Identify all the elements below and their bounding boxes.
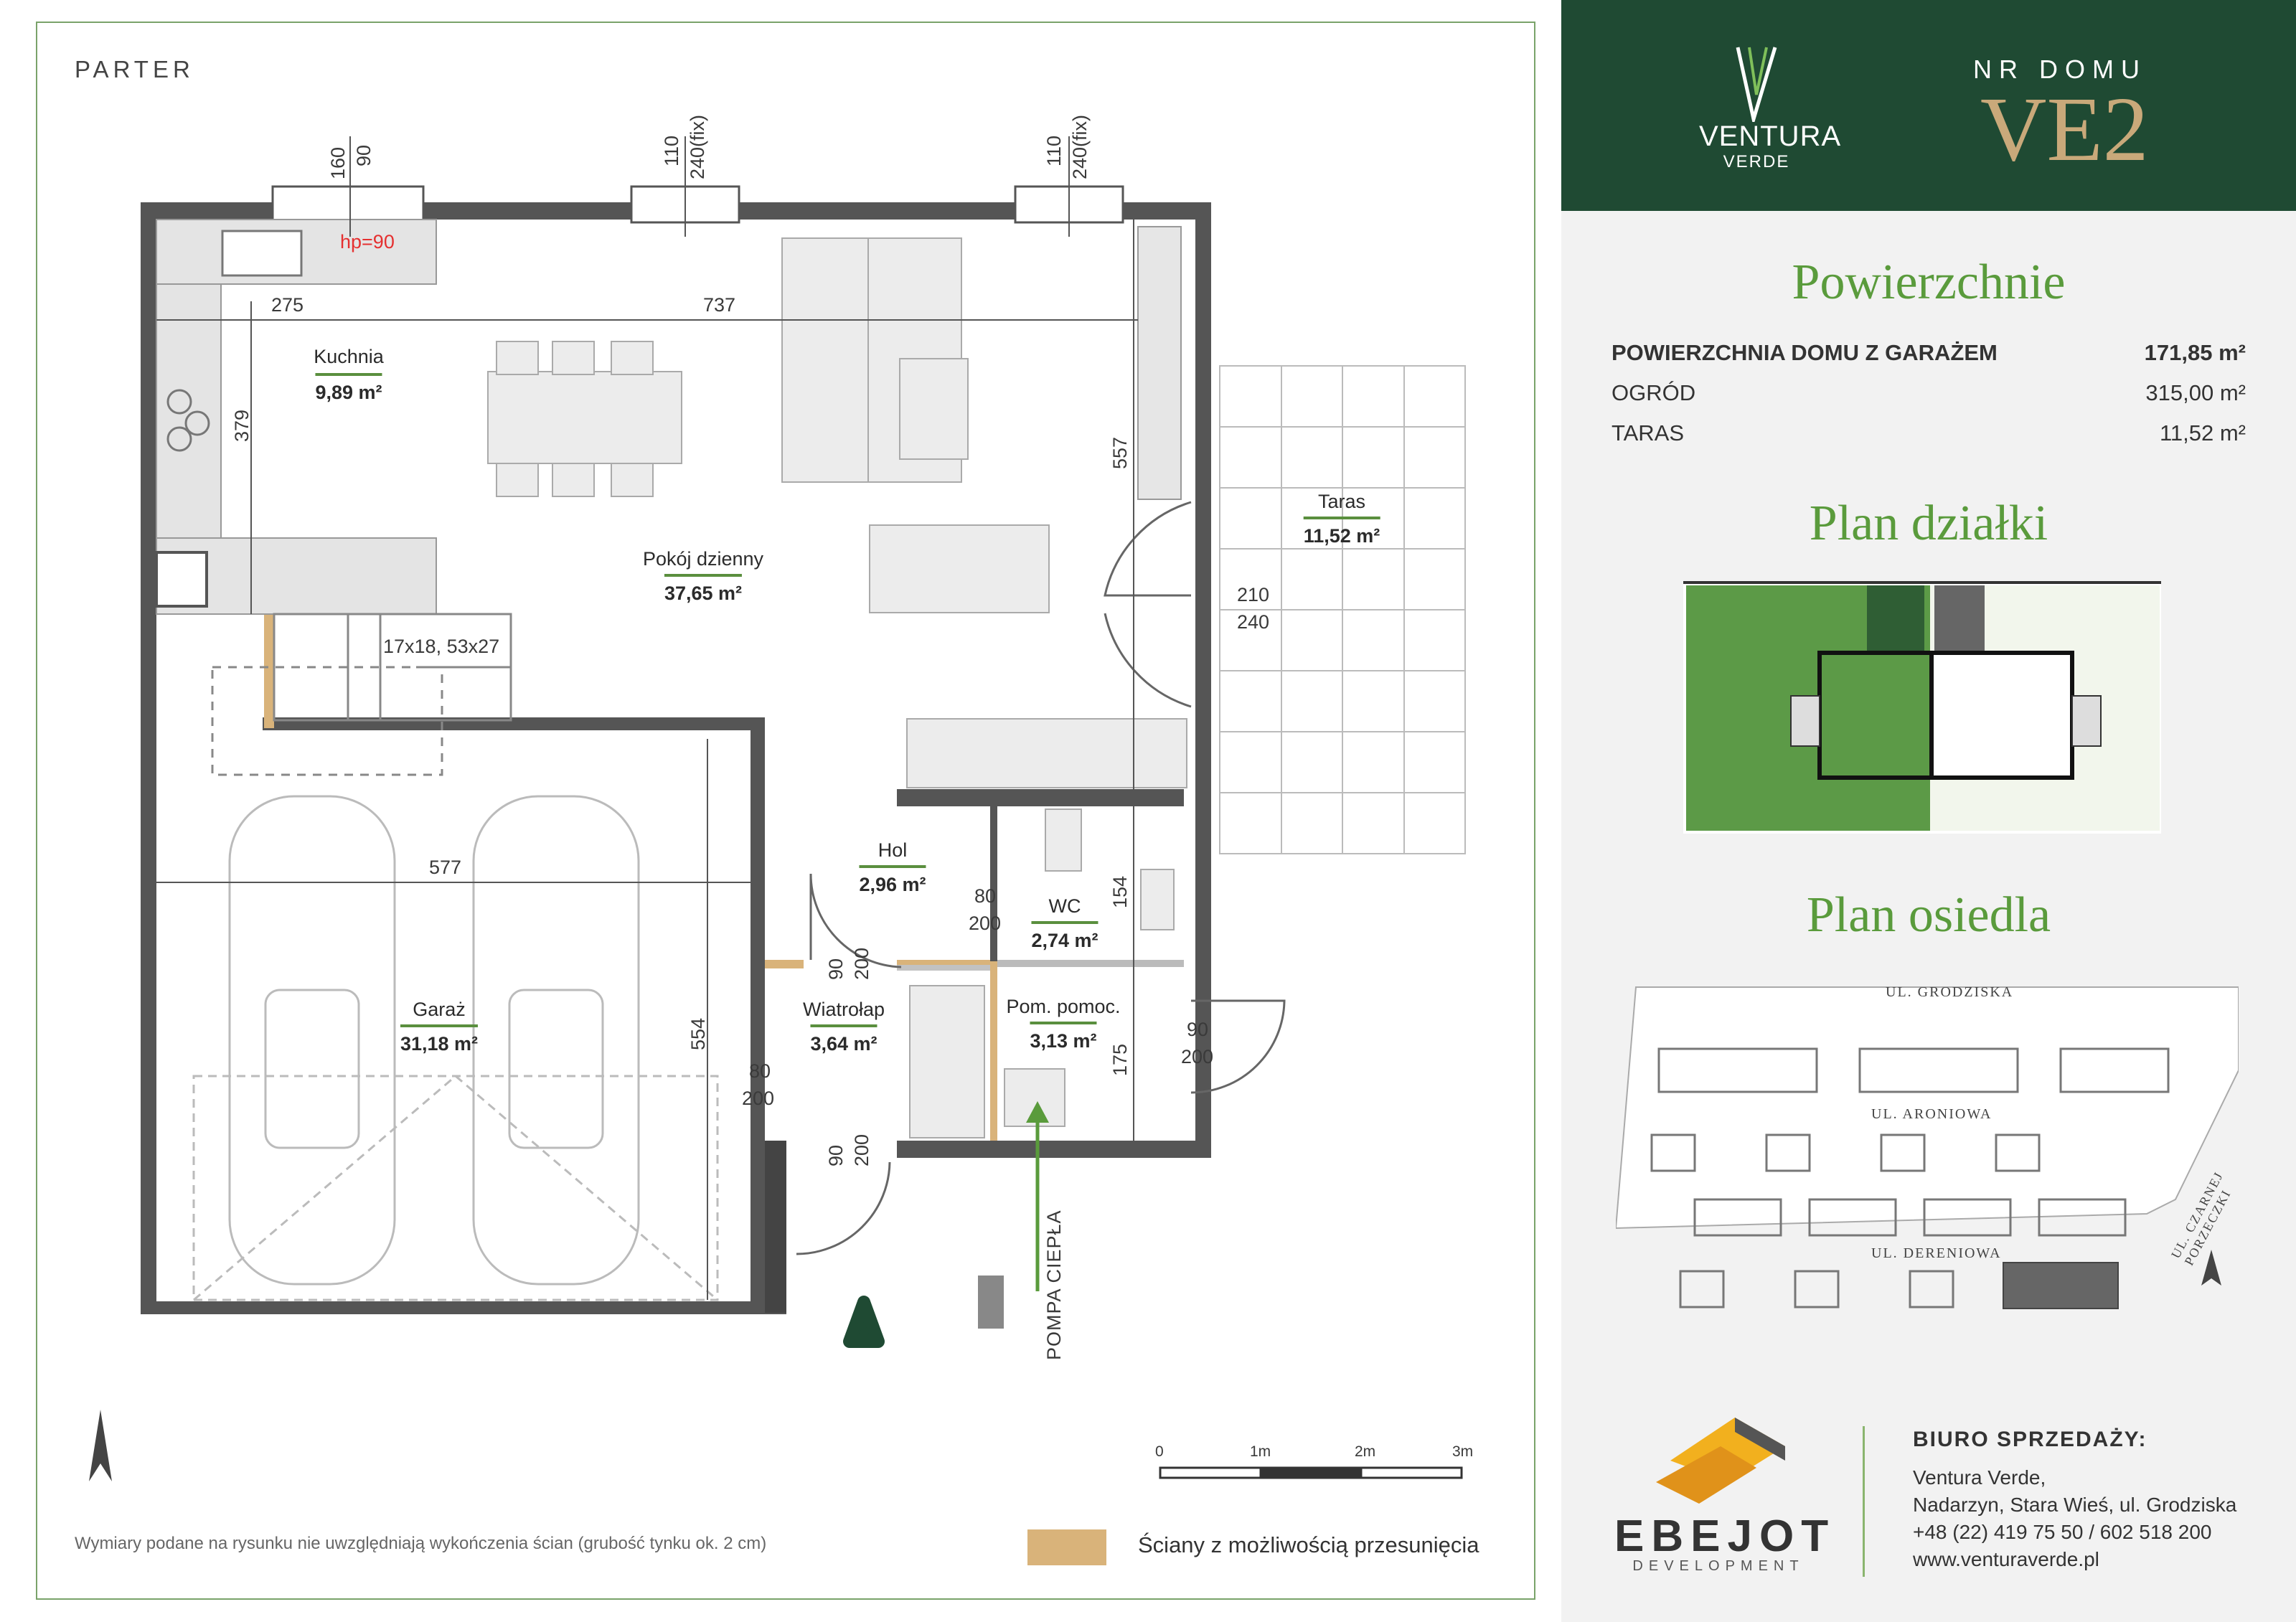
sales-line-2: Nadarzyn, Stara Wieś, ul. Grodziska [1913, 1494, 2237, 1516]
dim-240: 240 [1237, 611, 1270, 633]
room-name-hol: Hol [878, 839, 908, 861]
dim-90-window: 90 [353, 144, 375, 166]
dim-200-side: 200 [1181, 1046, 1214, 1067]
street-grodziska: UL. GRODZISKA [1886, 984, 2014, 1000]
dim-210: 210 [1237, 584, 1270, 605]
ventura-logo-icon [1736, 47, 1777, 122]
header-band [1561, 0, 2296, 211]
cars [192, 795, 719, 1301]
sales-website-link[interactable]: www.venturaverde.pl [1913, 1548, 2099, 1570]
scale-0: 0 [1155, 1443, 1164, 1460]
heat-pump-label: POMPA CIEPŁA [1043, 1210, 1065, 1360]
estate-plan-map [1616, 986, 2239, 1309]
sales-line-1: Ventura Verde, [1913, 1466, 2046, 1489]
dim-275: 275 [271, 294, 304, 316]
area-label: POWIERZCHNIA DOMU Z GARAŻEM [1612, 340, 1998, 365]
dim-379: 379 [231, 409, 253, 442]
dim-154: 154 [1109, 875, 1131, 908]
section-estate-title: Plan osiedla [1806, 887, 2051, 943]
dim-200-wc: 200 [969, 913, 1002, 934]
area-label: OGRÓD [1612, 380, 1696, 405]
room-name-wc: WC [1048, 895, 1081, 917]
room-name-pom: Pom. pomoc. [1006, 996, 1121, 1017]
dim-200-wiatrolap: 200 [742, 1088, 775, 1109]
sales-title: BIURO SPRZEDAŻY: [1913, 1428, 2147, 1451]
floor-plan-drawing [89, 136, 1466, 1565]
room-area-kuchnia: 9,89 m² [315, 373, 382, 404]
dim-90-side: 90 [1187, 1019, 1209, 1040]
plan-frame [36, 22, 1535, 1600]
developer-name: EBEJOT [1614, 1512, 1836, 1561]
dim-577: 577 [429, 857, 462, 878]
developer-sub: DEVELOPMENT [1632, 1558, 1805, 1574]
scale-1m: 1m [1250, 1443, 1271, 1460]
room-area-taras: 11,52 m² [1303, 517, 1380, 547]
sales-phone: +48 (22) 419 75 50 / 602 518 200 [1913, 1521, 2212, 1543]
house-number: VE2 [1980, 78, 2149, 180]
ebejot-logo-icon [1656, 1418, 1785, 1504]
terrace-grid [1219, 365, 1466, 854]
scale-2m: 2m [1355, 1443, 1376, 1460]
plot-plan-map [1683, 581, 2161, 834]
room-name-kuchnia: Kuchnia [314, 346, 384, 367]
room-name-wiatrolap: Wiatrołap [802, 999, 885, 1020]
info-panel [1561, 211, 2296, 1622]
area-label: TARAS [1612, 420, 1685, 445]
dim-554: 554 [687, 1017, 709, 1050]
dim-200-entry: 200 [851, 1133, 872, 1166]
brand-sub: VERDE [1723, 152, 1790, 171]
house-label: NR DOMU [1973, 55, 2147, 84]
legend-label: Ściany z możliwością przesunięcia [1138, 1532, 1479, 1557]
dim-160: 160 [327, 146, 349, 179]
street-aroniowa: UL. ARONIOWA [1871, 1106, 1992, 1122]
dim-175: 175 [1109, 1043, 1131, 1076]
dim-110-b: 110 [1043, 135, 1065, 166]
divider [1863, 1426, 1865, 1577]
legend-swatch [1027, 1529, 1106, 1565]
dim-80-wc: 80 [974, 885, 997, 907]
area-value: 11,52 m² [2159, 420, 2246, 445]
room-area-pokoj: 37,65 m² [664, 574, 743, 605]
dim-80-wiatrolap: 80 [749, 1060, 771, 1082]
street-dereniowa: UL. DERENIOWA [1871, 1245, 2002, 1261]
dim-200-hol: 200 [851, 947, 872, 980]
room-name-pokoj: Pokój dzienny [642, 548, 764, 570]
room-area-pom: 3,13 m² [1030, 1022, 1097, 1052]
room-name-taras: Taras [1317, 491, 1366, 512]
section-plot-title: Plan działki [1809, 496, 2048, 551]
room-area-wc: 2,74 m² [1031, 921, 1098, 952]
dimension-note: Wymiary podane na rysunku nie uwzględnia… [75, 1534, 767, 1553]
room-area-garaz: 31,18 m² [400, 1024, 479, 1055]
area-value: 315,00 m² [2145, 380, 2246, 405]
area-value: 171,85 m² [2144, 340, 2246, 365]
dim-240fix-a: 240(fix) [687, 114, 708, 179]
dim-90-entry: 90 [825, 1144, 847, 1166]
dim-90-hol: 90 [825, 958, 847, 980]
dim-737: 737 [703, 294, 736, 316]
scale-3m: 3m [1452, 1443, 1474, 1460]
dim-240fix-b: 240(fix) [1069, 114, 1091, 179]
dim-stairs: 17x18, 53x27 [383, 636, 500, 657]
room-name-garaz: Garaż [413, 999, 466, 1020]
brand-name: VENTURA [1699, 121, 1842, 152]
dim-110-a: 110 [661, 135, 682, 166]
dim-hp: hp=90 [340, 231, 395, 253]
section-areas-title: Powierzchnie [1792, 255, 2066, 310]
room-area-wiatrolap: 3,64 m² [810, 1024, 878, 1055]
floor-label: PARTER [75, 56, 194, 82]
dim-557: 557 [1109, 436, 1131, 469]
room-area-hol: 2,96 m² [859, 865, 926, 896]
